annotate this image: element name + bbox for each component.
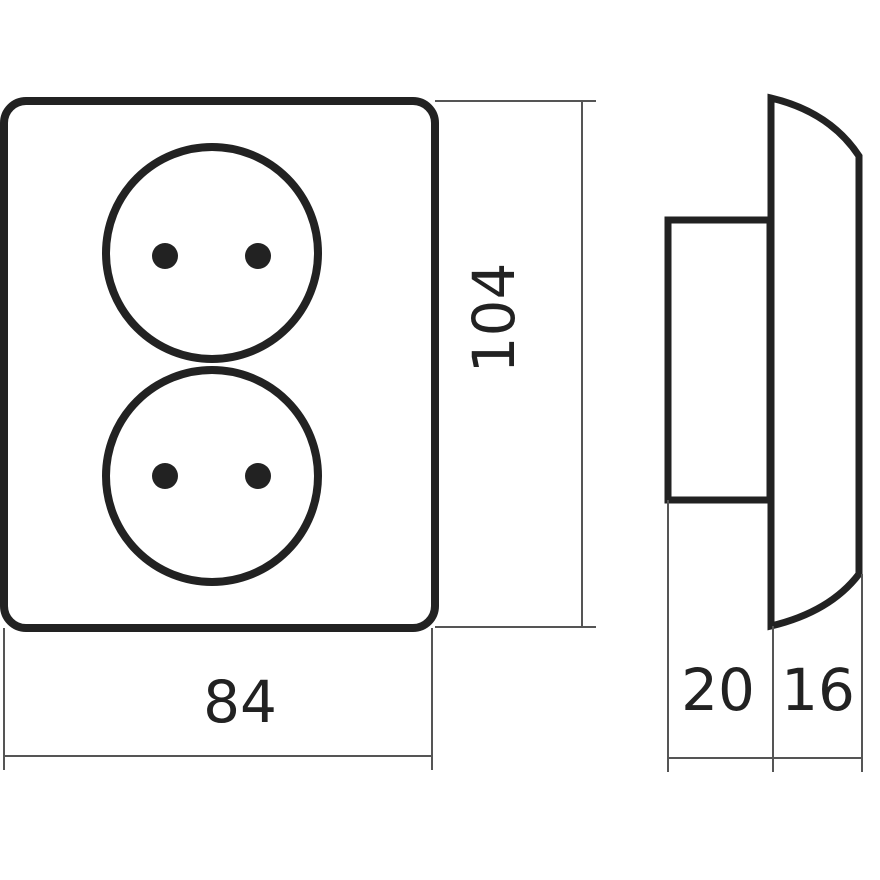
height-dimension xyxy=(435,100,596,628)
faceplate-outline xyxy=(0,97,439,632)
width-label: 84 xyxy=(203,668,277,736)
upper-socket-pin-right xyxy=(245,243,271,269)
width-dimension xyxy=(3,628,433,770)
cover-profile xyxy=(767,93,863,631)
depth-dimension xyxy=(667,500,863,772)
height-label: 104 xyxy=(460,263,528,374)
cover-depth-label: 16 xyxy=(781,656,855,724)
upper-socket-ring xyxy=(102,143,322,363)
lower-socket-pin-left xyxy=(152,463,178,489)
upper-socket-pin-left xyxy=(152,243,178,269)
front-view xyxy=(0,97,439,632)
upper-socket xyxy=(102,143,322,363)
lower-socket-ring xyxy=(102,366,322,586)
lower-socket-pin-right xyxy=(245,463,271,489)
socket-base-body xyxy=(664,216,774,504)
lower-socket xyxy=(102,366,322,586)
side-view xyxy=(664,93,863,631)
base-depth-label: 20 xyxy=(681,656,755,724)
